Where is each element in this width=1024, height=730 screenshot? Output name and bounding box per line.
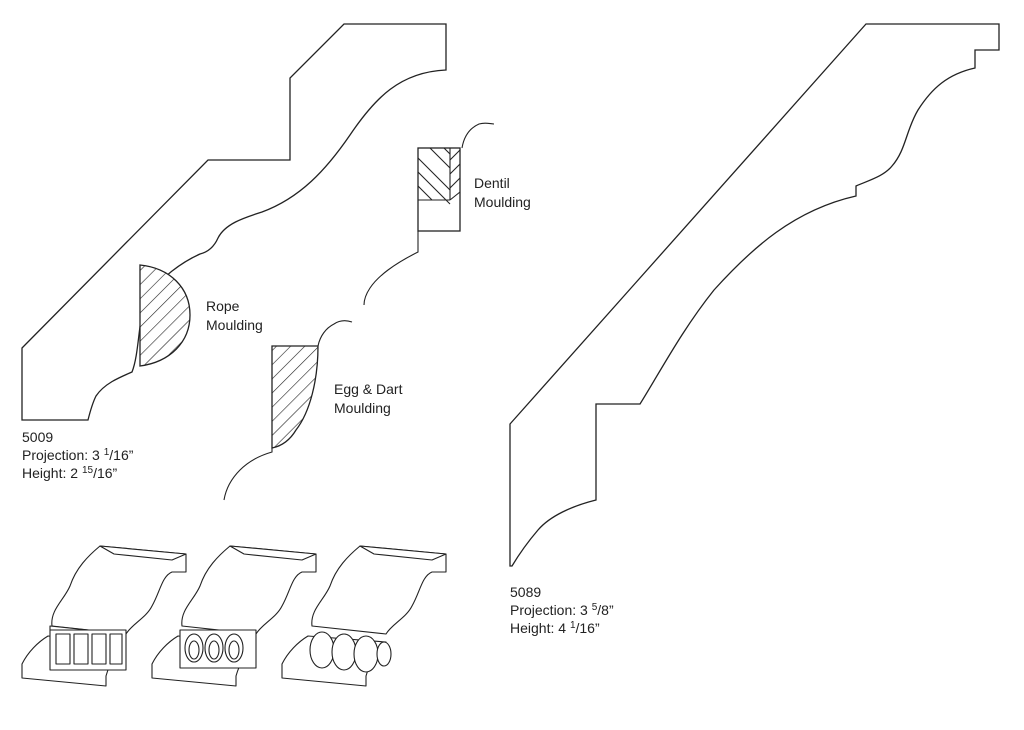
profile-5089-height-prefix: Height: 4 <box>510 620 570 636</box>
profile-5089 <box>509 23 1000 567</box>
profile-5009 <box>21 23 447 421</box>
profile-5009-specs: 5009 Projection: 3 1/16” Height: 2 15/16… <box>22 429 137 481</box>
egg-dart-moulding-label: Egg & Dart Moulding <box>334 381 406 416</box>
iso-rope-moulding <box>151 545 317 687</box>
profile-5009-height-prefix: Height: 2 <box>22 465 82 481</box>
egg-dart-moulding-profile <box>223 320 353 501</box>
profile-5009-projection-prefix: Projection: 3 <box>22 447 104 463</box>
rope-moulding-profile <box>139 264 191 367</box>
profile-5089-specs: 5089 Projection: 3 5/8” Height: 4 1/16” <box>510 584 618 636</box>
dentil-moulding-profile <box>363 122 495 306</box>
profile-5089-code: 5089 <box>510 584 541 600</box>
rope-moulding-label: Rope Moulding <box>206 298 263 333</box>
iso-dentil-moulding <box>21 545 187 687</box>
dentil-moulding-label: Dentil Moulding <box>474 175 531 210</box>
profile-5089-projection-prefix: Projection: 3 <box>510 602 592 618</box>
iso-egg-dart-moulding <box>281 545 447 687</box>
profile-5009-code: 5009 <box>22 429 53 445</box>
